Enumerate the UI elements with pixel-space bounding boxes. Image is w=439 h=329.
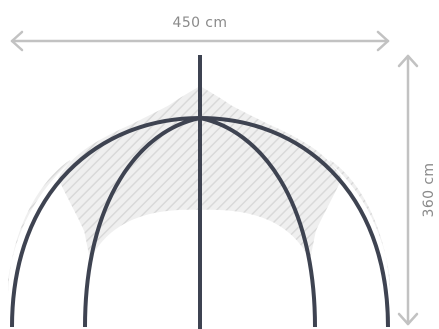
- canopy-inner-hatch-right: [250, 122, 342, 240]
- height-dimension: 360 cm: [397, 54, 437, 326]
- dome-frame: [10, 55, 390, 329]
- inner-left-rib: [83, 116, 201, 328]
- inner-right-rib: [199, 116, 317, 328]
- height-label: 360 cm: [421, 163, 437, 218]
- width-label: 450 cm: [173, 15, 228, 31]
- double-arrow-vertical-icon: [397, 54, 419, 326]
- width-dimension: 450 cm: [10, 15, 390, 52]
- canopy-inner-hatch-left: [58, 122, 150, 240]
- double-arrow-horizontal-icon: [10, 30, 390, 52]
